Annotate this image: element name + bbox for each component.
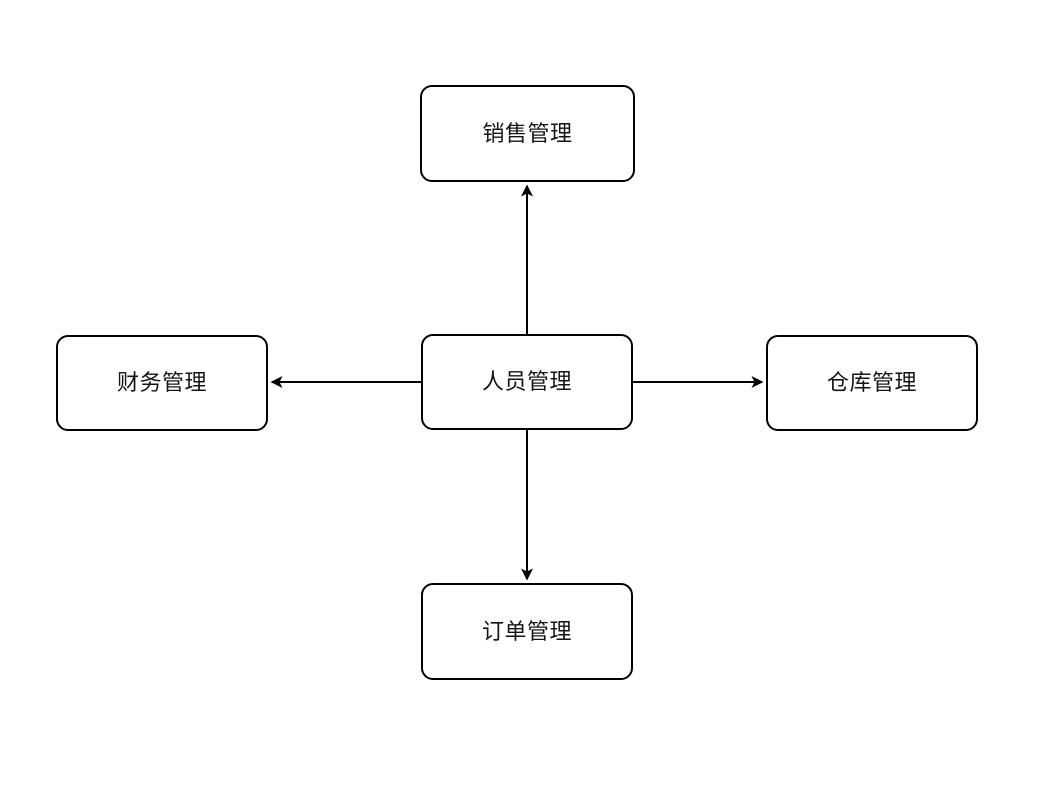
node-warehouse-label: 仓库管理 <box>826 370 917 395</box>
node-warehouse[interactable]: 仓库管理 <box>766 335 978 431</box>
node-personnel[interactable]: 人员管理 <box>421 334 633 430</box>
node-sales-label: 销售管理 <box>482 120 573 146</box>
node-order-label: 订单管理 <box>481 618 572 644</box>
node-personnel-label: 人员管理 <box>481 369 572 394</box>
node-sales[interactable]: 销售管理 <box>420 85 635 182</box>
node-order[interactable]: 订单管理 <box>421 583 633 680</box>
node-finance[interactable]: 财务管理 <box>56 335 268 431</box>
node-finance-label: 财务管理 <box>116 370 207 395</box>
